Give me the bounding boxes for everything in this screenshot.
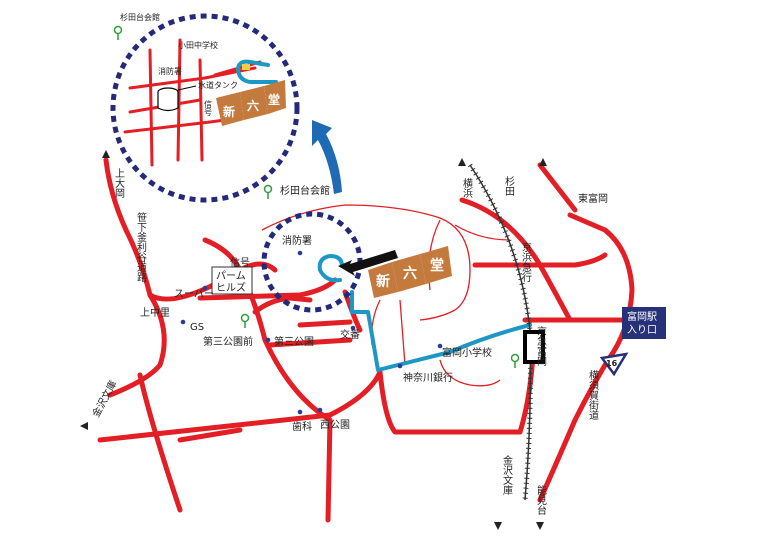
inset-marker	[242, 64, 250, 70]
building-char-2: 六	[403, 265, 417, 282]
label-kanazawa-bunko-bottom: 金沢文庫	[501, 454, 513, 496]
label-sugitadai-hall: 杉田台会館	[280, 184, 330, 197]
label-kaminakazato: 上中里	[140, 306, 170, 319]
inset-label-sugitadai: 杉田台会館	[120, 12, 160, 22]
label-tomioka-school: 富岡小学校	[442, 346, 492, 359]
inset-park-icon	[113, 25, 123, 40]
label-dentist: 歯科	[292, 420, 312, 433]
poi-markers	[180, 250, 443, 415]
label-palm-hills-1: パーム	[216, 270, 246, 282]
park-icon-daisan	[240, 313, 250, 328]
route-16-label: 16	[606, 359, 618, 368]
label-keikyu-tomioka: 京急富岡	[535, 325, 547, 367]
station-box	[523, 330, 545, 364]
label-yokosuka-kaido: 横須賀街道	[587, 369, 599, 420]
label-kanazawa-bunko-left: 金沢文庫	[89, 378, 119, 419]
inset-label-fire-station: 消防署	[158, 66, 182, 76]
label-shingo: 信号	[230, 257, 250, 269]
building-char-3: 堂	[430, 257, 444, 274]
route-hook	[317, 254, 344, 283]
label-koban: 交番	[340, 328, 360, 341]
label-gs: GS	[190, 322, 204, 333]
inset-building-char-3: 堂	[268, 92, 280, 107]
label-daisan-koen: 第三公園	[274, 335, 314, 348]
building-roof: 新 六 堂	[368, 246, 452, 298]
zoom-inset: 新 六 堂 杉田台会館 小田中学校 消防署 水道タンク 信号	[110, 12, 300, 203]
inset-building: 新 六 堂	[216, 80, 286, 126]
label-kanagawa-bank: 神奈川銀行	[403, 371, 453, 384]
label-sasage-road: 笹下釜利谷道路	[135, 211, 147, 283]
route-line	[350, 290, 532, 372]
label-nishi-koen: 西公園	[320, 419, 350, 431]
label-supermarket: スーパー	[174, 288, 214, 300]
label-keikyu-line: 京浜急行	[520, 241, 532, 283]
inset-label-odachu: 小田中学校	[178, 40, 218, 50]
label-palm-hills-2: ヒルズ	[216, 281, 246, 294]
label-nokendai: 能見台	[535, 484, 547, 516]
building-char-1: 新	[376, 273, 390, 290]
palm-hills-box: パーム ヒルズ	[211, 266, 253, 295]
park-icon-station	[510, 353, 520, 368]
inset-label-signal: 信号	[204, 99, 213, 117]
label-yokohama: 横浜	[461, 177, 473, 199]
inset-label-water-tank: 水道タンク	[198, 80, 238, 90]
label-kamiooka: 上大岡	[113, 168, 125, 199]
station-sign-line2: 入り口	[627, 324, 657, 336]
main-roads	[97, 157, 635, 523]
label-fire-station: 消防署	[282, 234, 312, 247]
focus-circle	[261, 211, 363, 313]
zoom-arrow	[312, 120, 342, 194]
water-tank-icon	[157, 85, 197, 112]
inset-building-char-1: 新	[223, 104, 235, 119]
label-higashi-tomioka: 東富岡	[578, 192, 608, 205]
direction-arrows	[80, 150, 547, 530]
station-sign-line1: 富岡駅	[627, 310, 657, 323]
label-sugita: 杉田	[503, 175, 515, 196]
park-icon-sugitadai	[263, 184, 273, 199]
station-entrance-sign: 富岡駅 入り口	[622, 307, 666, 339]
label-daisan-koenmae: 第三公園前	[203, 335, 253, 348]
pointer-arrow	[338, 250, 398, 276]
inset-building-char-2: 六	[247, 98, 259, 113]
route-16-shield: 16	[599, 352, 629, 377]
